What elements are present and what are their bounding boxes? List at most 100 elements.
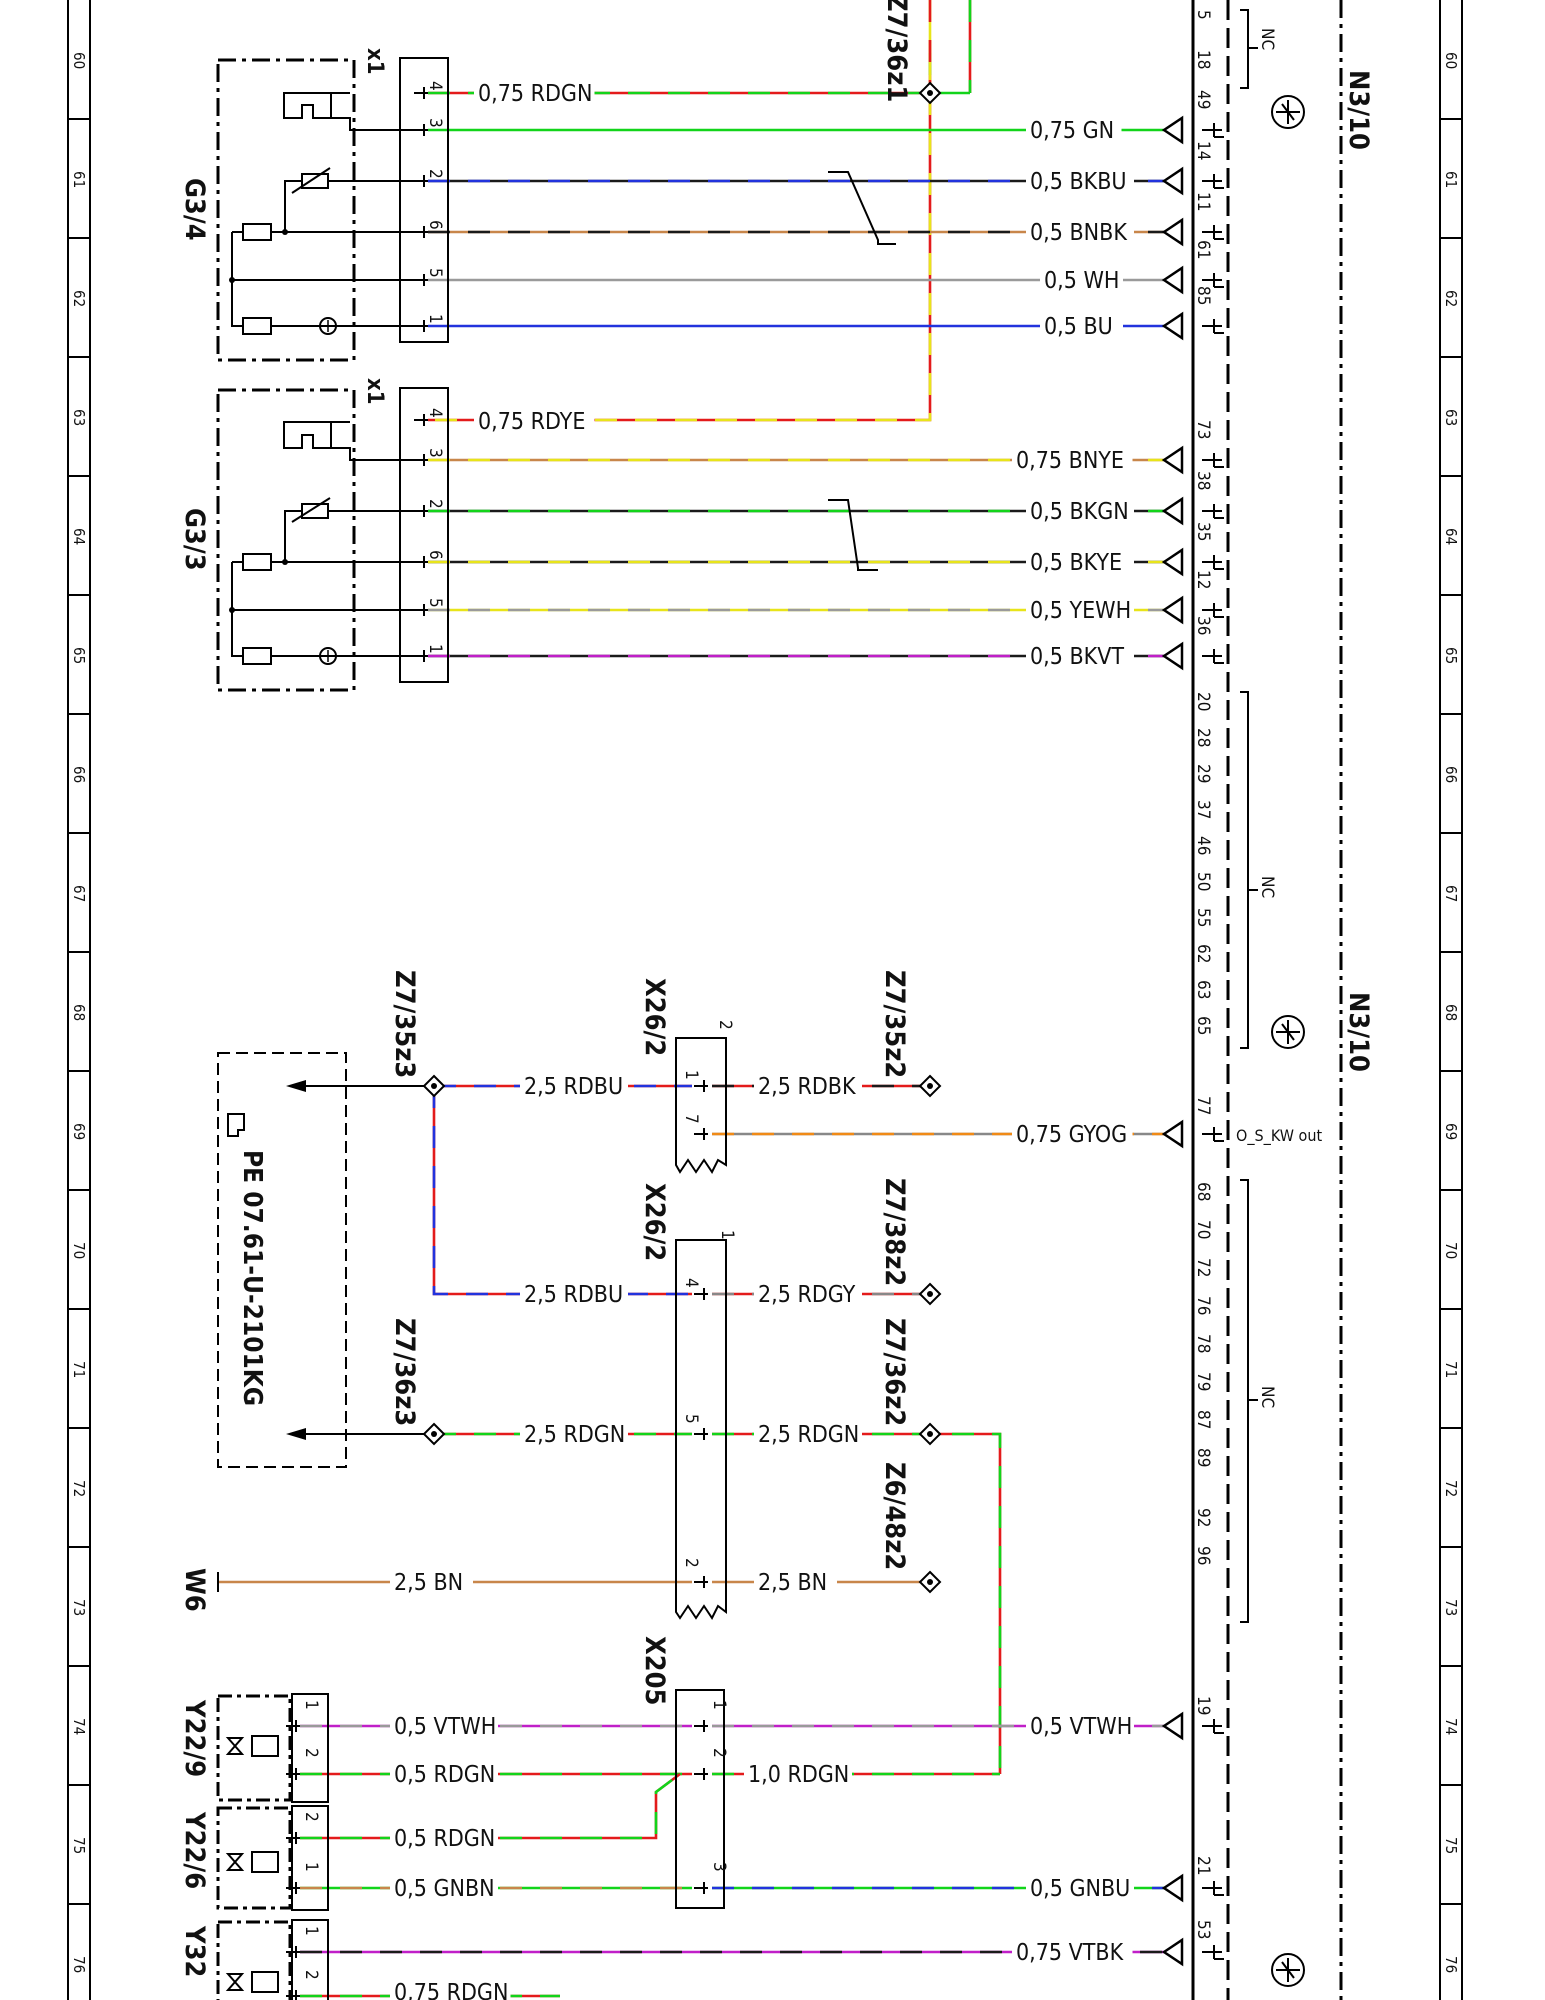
connector-label-x1-top: x1 — [362, 48, 387, 75]
splice-label-z735z2: Z7/35z2 — [879, 970, 910, 1078]
wire-label: 2,5 RDBU — [524, 1282, 623, 1308]
pin-label: 18 — [1193, 50, 1213, 69]
grid-label: 63 — [1442, 409, 1460, 426]
wire — [428, 93, 932, 422]
connector-x26-2-top: X26/2 2 1 7 — [639, 978, 735, 1174]
component-y32: Y32 — [179, 1919, 329, 2000]
pin-label: 19 — [1193, 1696, 1213, 1715]
pin-label: 4 — [425, 81, 445, 91]
wire-label: 0,75 RDGN — [478, 81, 592, 107]
pin-label: 89 — [1193, 1448, 1213, 1467]
pin-label: 79 — [1193, 1372, 1213, 1391]
wire-label: 0,75 RDGN — [394, 1980, 508, 2000]
pin-label: 62 — [1193, 944, 1213, 963]
wire-label: 0,5 VTWH — [1030, 1714, 1132, 1740]
wire-label: 0,75 RDYE — [478, 409, 585, 435]
component-label-w6: W6 — [179, 1568, 210, 1612]
grid-label: 72 — [1442, 1480, 1460, 1497]
pin-label: 53 — [1193, 1920, 1213, 1939]
arrow-icon — [1161, 166, 1184, 196]
pin-label: 65 — [1193, 1016, 1213, 1035]
wire-label: 0,5 BNBK — [1030, 220, 1127, 246]
pin-label: 6 — [425, 220, 445, 230]
pin-label: 85 — [1193, 286, 1213, 305]
pin-label: 68 — [1193, 1182, 1213, 1201]
pin-label: 14 — [1193, 141, 1213, 160]
pin-label: 70 — [1193, 1220, 1213, 1239]
wire-label: 0,75 BNYE — [1016, 448, 1124, 474]
wire-label: 0,75 GYOG — [1016, 1122, 1127, 1148]
pin-label: 20 — [1193, 692, 1213, 711]
pin-label: 2 — [709, 1748, 729, 1758]
grid-label: 75 — [70, 1837, 88, 1854]
ground-w6: W6 — [179, 1568, 219, 1612]
arrow-icon — [1161, 265, 1184, 295]
grid-label: 70 — [1442, 1242, 1460, 1259]
connector-pin-count: 1 — [717, 1230, 737, 1240]
pin-label: 1 — [301, 1700, 321, 1710]
pin-label: 3 — [709, 1862, 729, 1872]
pin-label: 3 — [425, 448, 445, 458]
wire-label: 2,5 RDGN — [524, 1422, 625, 1448]
pin-label: 1 — [301, 1862, 321, 1872]
arrow-icon — [1161, 1937, 1184, 1967]
pin-label: 72 — [1193, 1258, 1213, 1277]
wire-label: 2,5 RDGY — [758, 1282, 856, 1308]
grid-label: 60 — [1442, 52, 1460, 69]
pin-label: 3 — [425, 118, 445, 128]
wire-label: 0,5 GNBN — [394, 1876, 495, 1902]
arrow-icon — [1161, 311, 1184, 341]
nc-label-mid: NC — [1257, 876, 1277, 898]
pin-label: 28 — [1193, 728, 1213, 747]
grid-label: 62 — [1442, 290, 1460, 307]
connector-x26-2-bottom: X26/2 1 4 5 2 — [639, 1183, 737, 1620]
grid-label: 65 — [70, 647, 88, 664]
splice-label-z736z2: Z7/36z2 — [879, 1318, 910, 1426]
arrow-icon — [1161, 445, 1184, 475]
wire-label: 2,5 RDBU — [524, 1074, 623, 1100]
wire-label: 0,5 VTWH — [394, 1714, 496, 1740]
reference-box: PE 07.61-U-2101KG — [217, 1052, 347, 1468]
wire-label: 0,5 BKBU — [1030, 169, 1127, 195]
wire-label: 0,5 RDGN — [394, 1762, 495, 1788]
wire-label: 1,0 RDGN — [748, 1762, 849, 1788]
pin-label: 1 — [425, 644, 445, 654]
pin-label: 11 — [1193, 192, 1213, 211]
component-n3-10: N3/10 N3/10 NC NC NC O_S_ — [1191, 0, 1374, 2000]
wire — [712, 1432, 1002, 1774]
component-label-y22-9: Y22/9 — [179, 1699, 210, 1777]
pin-label: 55 — [1193, 908, 1213, 927]
arrow-icon — [1161, 1119, 1184, 1149]
arrow-icon — [1161, 1873, 1184, 1903]
arrow-icon — [1161, 115, 1184, 145]
pin-label: 49 — [1193, 90, 1213, 109]
wire-label: 0,5 BKGN — [1030, 499, 1129, 525]
pin-label: 29 — [1193, 764, 1213, 783]
splice-label-z736z3: Z7/36z3 — [389, 1318, 420, 1426]
pin-label: 61 — [1193, 240, 1213, 259]
pin-label: 2 — [301, 1812, 321, 1822]
grid-label: 67 — [1442, 885, 1460, 902]
pin-label: 35 — [1193, 522, 1213, 541]
grid-label: 69 — [70, 1123, 88, 1140]
pin-label: 77 — [1193, 1096, 1213, 1115]
wire-label: 2,5 RDBK — [758, 1074, 856, 1100]
pin-label: 5 — [681, 1414, 701, 1424]
grid-label: 69 — [1442, 1123, 1460, 1140]
connector-label-x1-bottom: x1 — [362, 378, 387, 405]
transistor-icon — [1271, 1015, 1305, 1049]
grid-label: 67 — [70, 885, 88, 902]
splice-label-z648z2: Z6/48z2 — [879, 1462, 910, 1570]
wire-label: 0,75 GN — [1030, 118, 1114, 144]
pin-label: 1 — [425, 314, 445, 324]
reference-note: PE 07.61-U-2101KG — [237, 1150, 267, 1406]
arrow-icon — [1161, 547, 1184, 577]
grid-label: 71 — [1442, 1361, 1460, 1378]
arrow-icon — [1161, 641, 1184, 671]
pin-label: 37 — [1193, 800, 1213, 819]
grid-label: 76 — [1442, 1956, 1460, 1973]
grid-label: 71 — [70, 1361, 88, 1378]
pin-label: 7 — [681, 1114, 701, 1124]
pin-label: 2 — [425, 169, 445, 179]
grid-label: 74 — [70, 1718, 88, 1735]
